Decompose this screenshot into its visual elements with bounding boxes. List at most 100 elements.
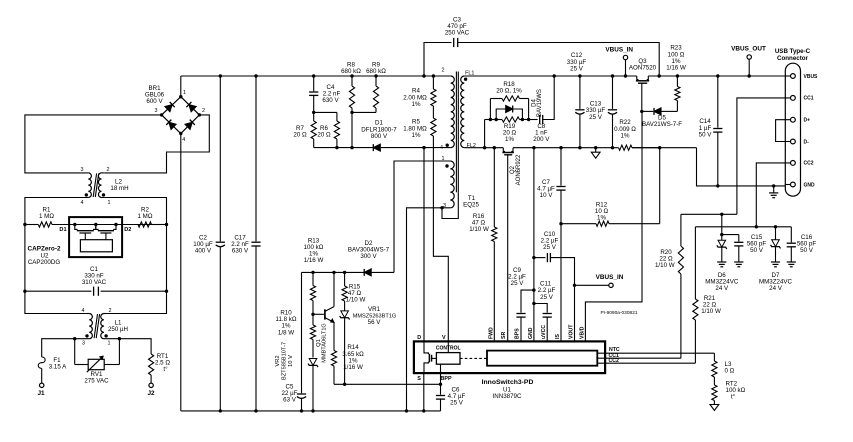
svg-text:25 V: 25 V <box>570 65 584 72</box>
svg-text:F1: F1 <box>53 357 61 364</box>
svg-text:2.00 MΩ: 2.00 MΩ <box>403 94 427 101</box>
svg-text:20 Ω: 20 Ω <box>503 130 517 137</box>
svg-text:1%: 1% <box>597 215 606 222</box>
svg-text:330 µF: 330 µF <box>586 107 606 114</box>
svg-text:25 V: 25 V <box>450 400 464 407</box>
svg-text:4.7 µF: 4.7 µF <box>537 186 555 193</box>
svg-text:2: 2 <box>109 308 112 314</box>
svg-text:630 V: 630 V <box>232 248 249 255</box>
svg-text:R8: R8 <box>347 61 355 68</box>
svg-text:C10: C10 <box>544 231 556 238</box>
svg-text:20 Ω, 1%: 20 Ω, 1% <box>496 87 522 94</box>
svg-text:300 V: 300 V <box>360 253 377 260</box>
svg-text:200 V: 200 V <box>533 136 550 143</box>
svg-text:MMBTA06LT1G: MMBTA06LT1G <box>322 323 328 363</box>
svg-text:R22: R22 <box>619 119 631 126</box>
svg-text:R20: R20 <box>660 249 672 256</box>
svg-text:C12: C12 <box>571 52 583 59</box>
svg-text:L3: L3 <box>725 361 732 368</box>
svg-text:3: 3 <box>443 203 446 209</box>
svg-text:1%: 1% <box>672 58 681 65</box>
svg-text:D-: D- <box>804 139 810 145</box>
svg-text:C17: C17 <box>234 235 246 242</box>
svg-text:250 µH: 250 µH <box>108 326 128 333</box>
svg-text:RT2: RT2 <box>726 381 738 388</box>
svg-text:CAP200DG: CAP200DG <box>28 259 61 266</box>
svg-text:0.009 Ω: 0.009 Ω <box>614 126 636 133</box>
svg-text:MM3Z24VC: MM3Z24VC <box>759 279 793 286</box>
svg-text:C9: C9 <box>513 267 521 274</box>
svg-text:2.2 µF: 2.2 µF <box>541 238 559 245</box>
svg-text:330 nF: 330 nF <box>84 273 103 280</box>
svg-text:56 V: 56 V <box>368 319 382 326</box>
svg-text:1/10 W: 1/10 W <box>655 262 675 269</box>
svg-text:2: 2 <box>442 68 445 74</box>
svg-text:BZT585B10T-7: BZT585B10T-7 <box>282 342 288 380</box>
svg-text:C1: C1 <box>90 266 98 273</box>
svg-text:800 V: 800 V <box>371 133 388 140</box>
svg-text:BAV19WS: BAV19WS <box>537 89 543 117</box>
svg-text:C2: C2 <box>199 235 207 242</box>
svg-text:2.2 nF: 2.2 nF <box>231 241 249 248</box>
svg-text:MM3Z24VC: MM3Z24VC <box>705 279 739 286</box>
svg-text:Connector: Connector <box>777 55 809 62</box>
svg-text:R18: R18 <box>503 81 515 88</box>
svg-text:275 VAC: 275 VAC <box>84 378 109 385</box>
svg-text:VBUS_OUT: VBUS_OUT <box>731 46 766 53</box>
svg-text:2.5 Ω: 2.5 Ω <box>155 359 170 366</box>
svg-text:3.65 kΩ: 3.65 kΩ <box>342 351 364 358</box>
svg-text:1 nF: 1 nF <box>535 130 548 137</box>
svg-text:VBUS_IN: VBUS_IN <box>596 274 624 281</box>
svg-text:NTC: NTC <box>609 347 620 353</box>
svg-text:1%: 1% <box>412 101 421 108</box>
svg-text:R6: R6 <box>320 125 328 132</box>
svg-text:600 V: 600 V <box>146 98 163 105</box>
svg-text:10 V: 10 V <box>288 355 294 367</box>
svg-text:C4: C4 <box>327 84 335 91</box>
svg-text:D7: D7 <box>772 272 780 279</box>
svg-text:t°: t° <box>731 394 736 401</box>
svg-text:R2: R2 <box>141 207 149 214</box>
svg-text:C16: C16 <box>801 234 813 241</box>
svg-text:D2: D2 <box>365 240 373 247</box>
svg-text:680 kΩ: 680 kΩ <box>341 68 361 75</box>
svg-text:310 VAC: 310 VAC <box>82 279 107 286</box>
svg-text:L2: L2 <box>115 179 122 186</box>
svg-text:1%: 1% <box>621 132 630 139</box>
svg-text:VBUS_IN: VBUS_IN <box>605 47 633 54</box>
svg-text:GND: GND <box>804 182 816 188</box>
svg-text:25 V: 25 V <box>540 294 554 301</box>
svg-text:FL1: FL1 <box>465 71 474 77</box>
svg-text:3: 3 <box>155 108 158 114</box>
svg-text:R14: R14 <box>347 344 359 351</box>
svg-text:C5: C5 <box>286 383 294 390</box>
svg-text:4: 4 <box>182 137 185 143</box>
svg-text:4.7 µF: 4.7 µF <box>448 393 466 400</box>
svg-text:J1: J1 <box>37 390 45 397</box>
svg-text:t°: t° <box>163 366 168 373</box>
svg-text:1 MΩ: 1 MΩ <box>138 213 153 220</box>
svg-text:50 V: 50 V <box>800 247 814 254</box>
svg-text:1.80 MΩ: 1.80 MΩ <box>403 125 427 132</box>
svg-text:EQ25: EQ25 <box>463 202 479 209</box>
svg-text:R4: R4 <box>412 88 420 95</box>
svg-text:24 V: 24 V <box>769 285 783 292</box>
svg-text:R10: R10 <box>280 310 292 317</box>
svg-text:100 µF: 100 µF <box>193 241 213 248</box>
svg-text:V: V <box>442 335 446 341</box>
svg-text:25 V: 25 V <box>511 280 525 287</box>
svg-text:VB/D: VB/D <box>579 326 585 339</box>
svg-text:1/10 W: 1/10 W <box>469 226 489 233</box>
svg-text:L1: L1 <box>115 320 122 327</box>
svg-text:50 V: 50 V <box>699 131 713 138</box>
svg-text:R23: R23 <box>670 45 682 52</box>
svg-text:DFLR1800-7: DFLR1800-7 <box>361 126 397 133</box>
svg-text:USB Type-C: USB Type-C <box>775 48 811 55</box>
svg-text:1 µF: 1 µF <box>699 125 712 132</box>
svg-text:D1: D1 <box>375 120 383 127</box>
svg-text:R21: R21 <box>704 295 716 302</box>
svg-text:22 Ω: 22 Ω <box>703 302 717 309</box>
svg-text:BR1: BR1 <box>148 85 161 92</box>
svg-text:2.2 nF: 2.2 nF <box>323 91 341 98</box>
svg-text:47 Ω: 47 Ω <box>472 220 486 227</box>
